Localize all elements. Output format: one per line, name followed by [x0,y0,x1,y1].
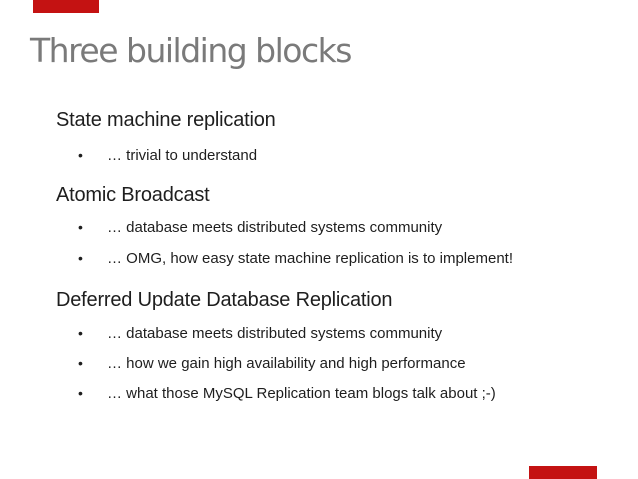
slide-title: Three building blocks [30,31,352,70]
bullet-text: … trivial to understand [107,147,258,164]
bullet-text: … what those MySQL Replication team blog… [107,385,496,402]
bullet-text: … how we gain high availability and high… [107,355,466,372]
bullet-dot-icon: • [78,147,83,163]
bullet-dot-icon: • [78,219,83,235]
section-heading-atomic-broadcast: Atomic Broadcast [56,184,210,206]
bullet-item: • … how we gain high availability and hi… [78,355,466,372]
bullet-item: • … trivial to understand [78,147,257,164]
bullet-dot-icon: • [78,385,83,401]
bullet-dot-icon: • [78,250,83,266]
bullet-text: … database meets distributed systems com… [107,325,443,342]
section-heading-state-machine-replication: State machine replication [56,109,276,131]
red-block-bottom [529,466,597,479]
bullet-dot-icon: • [78,325,83,341]
bullet-text: … database meets distributed systems com… [107,219,443,236]
bullet-item: • … what those MySQL Replication team bl… [78,385,496,402]
bullet-item: • … database meets distributed systems c… [78,325,442,342]
red-block-top [33,0,99,13]
section-heading-deferred-update-database-replication: Deferred Update Database Replication [56,289,393,311]
bullet-text: … OMG, how easy state machine replicatio… [107,250,513,267]
bullet-item: • … OMG, how easy state machine replicat… [78,250,513,267]
bullet-item: • … database meets distributed systems c… [78,219,442,236]
bullet-dot-icon: • [78,355,83,371]
